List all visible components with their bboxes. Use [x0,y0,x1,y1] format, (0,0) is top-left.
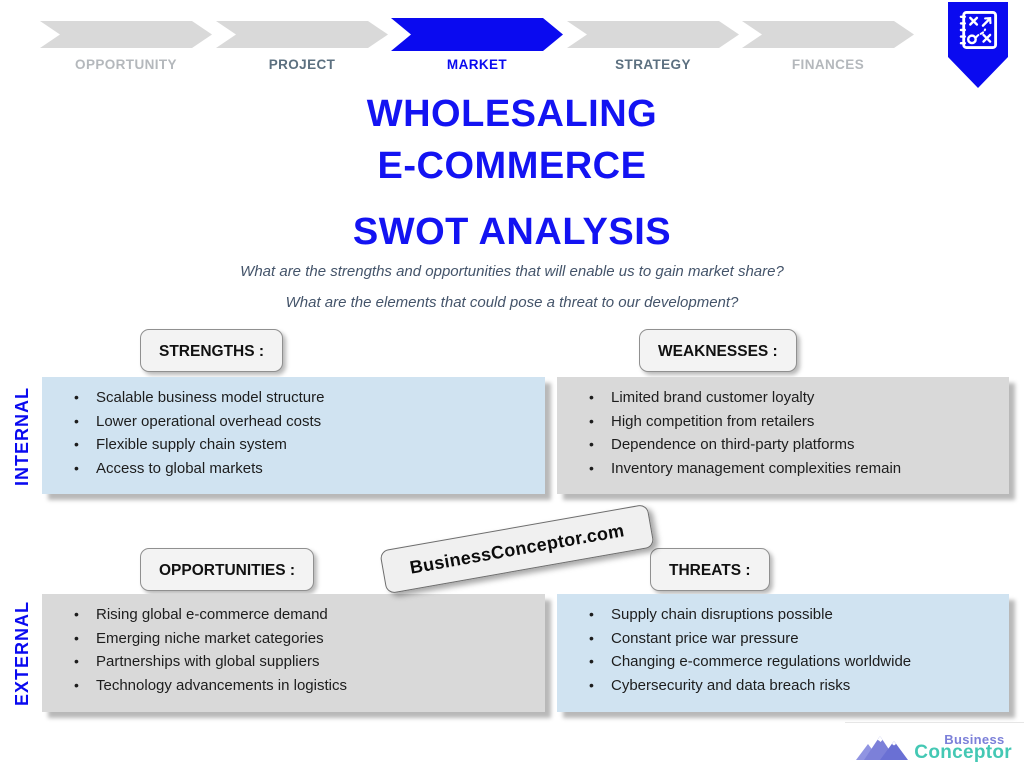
step-label-project: PROJECT [268,57,336,72]
external-axis-label: EXTERNAL [11,600,32,706]
step-label-finances: FINANCES [791,57,865,72]
threats-label: THREATS : [650,548,770,591]
brand-name: Business Conceptor [914,733,1012,762]
step-chevron-strategy [567,21,739,48]
bookmark-ribbon [948,2,1008,88]
list-item: Dependence on third-party platforms [567,433,999,457]
strengths-box: Scalable business model structure Lower … [42,377,545,494]
opportunities-list: Rising global e-commerce demand Emerging… [52,603,535,697]
step-chevron-market [391,18,563,51]
list-item: Scalable business model structure [52,386,535,410]
list-item: Inventory management complexities remain [567,457,999,481]
list-item: Partnerships with global suppliers [52,650,535,674]
step-label-strategy: STRATEGY [615,57,691,72]
list-item: Flexible supply chain system [52,433,535,457]
list-item: Technology advancements in logistics [52,674,535,698]
question-line1: What are the strengths and opportunities… [240,263,784,280]
threats-list: Supply chain disruptions possible Consta… [567,603,999,697]
weaknesses-box: Limited brand customer loyalty High comp… [557,377,1009,494]
brand-name-top: Business [944,732,1005,747]
opportunities-label: OPPORTUNITIES : [140,548,315,591]
step-label-opportunity: OPPORTUNITY [75,57,177,72]
threats-box: Supply chain disruptions possible Consta… [557,594,1009,712]
weaknesses-label: WEAKNESSES : [639,329,797,372]
list-item: Supply chain disruptions possible [567,603,999,627]
list-item: Lower operational overhead costs [52,410,535,434]
list-item: Changing e-commerce regulations worldwid… [567,650,999,674]
brand-name-bottom: Conceptor [914,742,1012,763]
list-item: Access to global markets [52,457,535,481]
internal-axis-label: INTERNAL [11,386,32,486]
strengths-label: STRENGTHS : [140,329,284,372]
question-line2: What are the elements that could pose a … [285,294,739,311]
weaknesses-list: Limited brand customer loyalty High comp… [567,386,999,480]
step-chevron-opportunity [40,21,212,48]
step-chevron-project [216,21,388,48]
step-chevron-finances [742,21,914,48]
strategy-playbook-icon [959,10,998,50]
step-label-market: MARKET [446,57,508,72]
list-item: Cybersecurity and data breach risks [567,674,999,698]
brand-logo: Business Conceptor [854,732,1012,762]
mountain-icon [856,736,909,760]
list-item: High competition from retailers [567,410,999,434]
list-item: Limited brand customer loyalty [567,386,999,410]
page-title-line3: SWOT ANALYSIS [352,211,672,253]
list-item: Constant price war pressure [567,627,999,651]
strengths-list: Scalable business model structure Lower … [52,386,535,480]
footer-divider [845,722,1024,723]
list-item: Rising global e-commerce demand [52,603,535,627]
watermark-text: BusinessConceptor.com [408,519,626,578]
page-title-line1: WHOLESALING [366,93,658,135]
page-title-line2: E-COMMERCE [377,145,647,187]
watermark-badge: BusinessConceptor.com [379,503,655,595]
list-item: Emerging niche market categories [52,627,535,651]
opportunities-box: Rising global e-commerce demand Emerging… [42,594,545,712]
